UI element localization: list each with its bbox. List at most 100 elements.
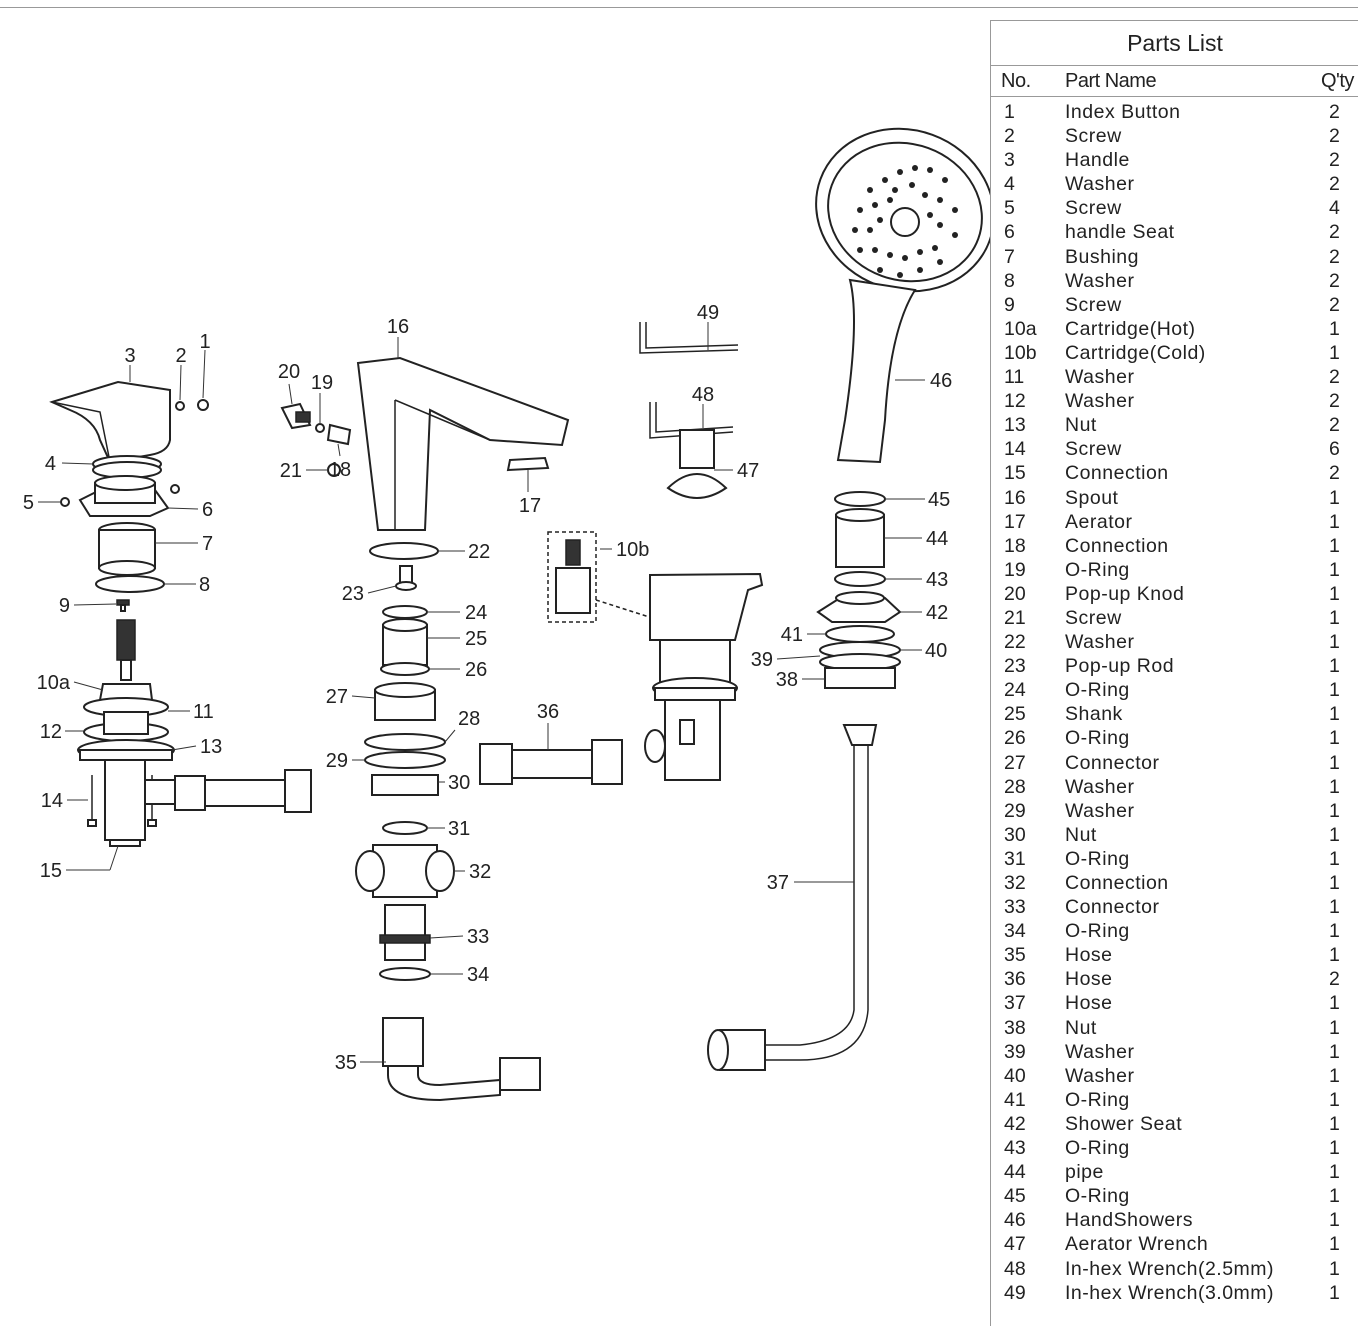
header-no: No. <box>1001 70 1031 92</box>
part-number: 10a <box>1004 317 1037 340</box>
hose-35-part <box>382 1017 541 1102</box>
part-number: 22 <box>1004 631 1026 654</box>
part-name: Connection <box>1065 872 1169 894</box>
part-name: Cartridge(Hot) <box>1065 317 1196 340</box>
part-number: 10b <box>1004 341 1037 364</box>
part-name: In-hex Wrench(3.0mm) <box>1065 1281 1275 1304</box>
part-number: 44 <box>1004 1161 1026 1184</box>
washer-8-part <box>95 575 165 593</box>
part-number: 1 <box>1004 101 1015 123</box>
part-name: O-Ring <box>1065 847 1130 870</box>
callout-3: 3 <box>124 345 135 367</box>
popup-knob-part <box>280 402 352 477</box>
aerator-wrench-part <box>666 429 728 499</box>
callout-10a: 10a <box>37 672 71 694</box>
callout-39: 39 <box>751 649 773 671</box>
part-quantity: 1 <box>1329 751 1341 774</box>
part-quantity: 1 <box>1329 655 1341 678</box>
part-quantity: 1 <box>1329 534 1341 557</box>
part-name: Connection <box>1065 462 1169 485</box>
exploded-diagram: 1 2 3 4 5 6 7 8 9 10a 11 12 13 14 15 16 … <box>23 127 990 1102</box>
washer-11-12-part <box>83 697 169 742</box>
part-quantity: 1 <box>1329 872 1341 894</box>
connector-33-part <box>379 904 431 961</box>
callout-25: 25 <box>465 628 487 650</box>
part-quantity: 1 <box>1329 510 1341 533</box>
callout-30: 30 <box>448 772 470 794</box>
part-name: Washer <box>1065 799 1135 822</box>
part-name: Screw <box>1065 293 1122 316</box>
callout-6: 6 <box>202 499 213 521</box>
part-number: 49 <box>1004 1281 1026 1304</box>
part-name: Pop-up Knod <box>1065 582 1185 605</box>
part-name: Index Button <box>1065 101 1181 123</box>
callout-22: 22 <box>468 541 490 563</box>
part-number: 40 <box>1004 1064 1026 1087</box>
part-quantity: 1 <box>1329 317 1341 340</box>
part-number: 19 <box>1004 558 1026 581</box>
part-quantity: 1 <box>1329 1161 1341 1184</box>
oring-34-part <box>379 967 431 981</box>
part-quantity: 2 <box>1329 269 1341 292</box>
cartridge-cold-detail <box>547 531 691 631</box>
callout-29: 29 <box>326 750 348 772</box>
part-quantity: 1 <box>1329 1112 1341 1135</box>
callout-24: 24 <box>465 602 487 624</box>
right-handle-part <box>644 572 764 781</box>
callout-23: 23 <box>342 583 364 605</box>
part-quantity: 1 <box>1329 1016 1341 1039</box>
part-quantity: 1 <box>1329 606 1341 629</box>
part-number: 32 <box>1004 872 1026 894</box>
part-name: Washer <box>1065 1040 1135 1063</box>
cartridge-hot-part <box>98 619 154 701</box>
part-quantity: 4 <box>1329 197 1341 220</box>
part-number: 43 <box>1004 1137 1026 1160</box>
callout-33: 33 <box>467 926 489 948</box>
part-number: 28 <box>1004 775 1026 798</box>
part-quantity: 1 <box>1329 679 1341 702</box>
callout-47: 47 <box>737 460 759 482</box>
table-row: 32 Connection 1 <box>991 871 1358 895</box>
callout-7: 7 <box>202 533 213 555</box>
part-number: 3 <box>1004 149 1015 172</box>
part-quantity: 1 <box>1329 1185 1341 1208</box>
callout-1: 1 <box>199 331 210 353</box>
callout-2: 2 <box>175 345 186 367</box>
part-number: 20 <box>1004 582 1026 605</box>
callout-43: 43 <box>926 569 948 591</box>
part-quantity: 2 <box>1329 462 1341 485</box>
part-name: handle Seat <box>1065 221 1175 244</box>
callout-32: 32 <box>469 861 491 883</box>
callout-49: 49 <box>697 302 719 324</box>
part-name: Shank <box>1065 703 1123 726</box>
hand-shower-dots <box>852 165 958 278</box>
part-name: Washer <box>1065 269 1135 292</box>
part-quantity: 2 <box>1329 414 1341 437</box>
part-name: Washer <box>1065 366 1135 389</box>
header-qty: Q'ty <box>1321 70 1354 92</box>
callout-10b: 10b <box>616 539 649 561</box>
part-quantity: 1 <box>1329 944 1341 967</box>
table-row: 10a Cartridge(Hot) 1 <box>991 317 1358 341</box>
callout-42: 42 <box>926 602 948 624</box>
part-number: 31 <box>1004 847 1026 870</box>
part-quantity: 1 <box>1329 1064 1341 1087</box>
callout-15: 15 <box>40 860 62 882</box>
part-quantity: 2 <box>1329 173 1341 196</box>
part-number: 42 <box>1004 1112 1026 1135</box>
part-name: Cartridge(Cold) <box>1065 341 1206 364</box>
